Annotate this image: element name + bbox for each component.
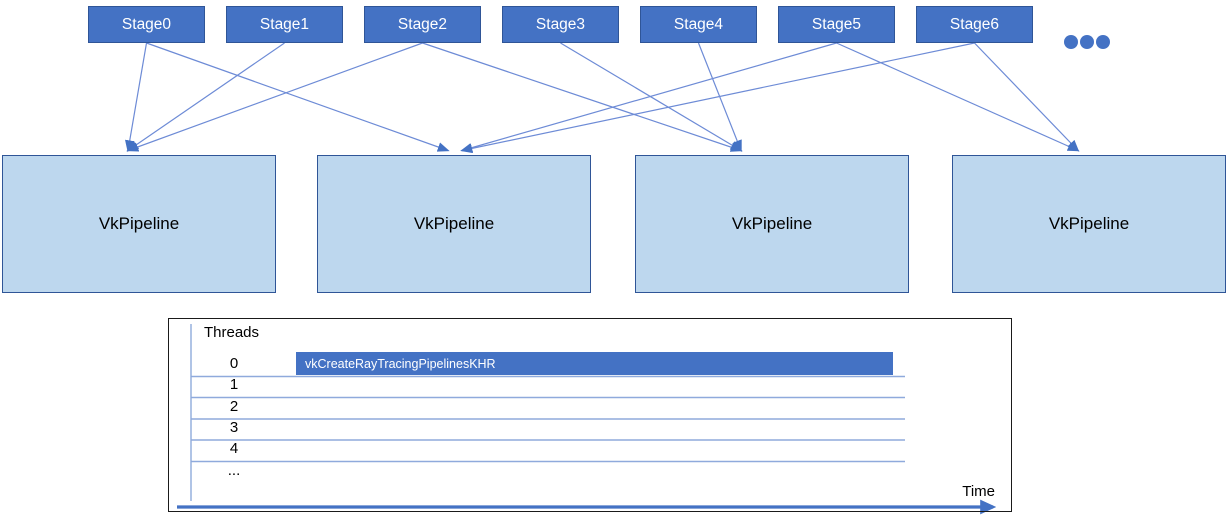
thread-row-label-3: 3 [229,419,239,436]
vkpipeline-box-1: VkPipeline [317,155,591,293]
connector-arrow-s6-p3 [974,42,1080,152]
thread-row-label-4: 4 [229,440,239,457]
activity-bar: vkCreateRayTracingPipelinesKHR [296,352,893,375]
vkpipeline-box-3: VkPipeline [952,155,1226,293]
ellipsis-dot [1064,35,1078,49]
connector-arrow-s4-p2 [697,42,742,153]
threads-axis-title: Threads [204,324,260,341]
thread-row-label-5: ... [227,462,241,479]
connector-arrow-s6-p1 [460,42,975,154]
connector-arrow-s1-p0 [126,42,285,152]
timeline-chart [168,318,1012,512]
stage-box-5: Stage5 [778,6,895,43]
connector-arrow-s0-p1 [146,42,450,152]
vkpipeline-box-0: VkPipeline [2,155,276,293]
stage-box-1: Stage1 [226,6,343,43]
connector-arrow-s5-p1 [460,42,837,153]
connector-arrow-s2-p2 [422,42,743,152]
connector-arrow-s3-p2 [560,42,743,152]
stage-box-2: Stage2 [364,6,481,43]
stage-box-6: Stage6 [916,6,1033,43]
connector-arrow-s0-p0 [124,42,148,153]
stage-box-3: Stage3 [502,6,619,43]
thread-row-label-2: 2 [229,398,239,415]
ellipsis-dot [1080,35,1094,49]
connector-arrow-s5-p3 [836,42,1080,152]
thread-row-label-1: 1 [229,376,239,393]
stage-box-0: Stage0 [88,6,205,43]
thread-row-label-0: 0 [229,355,239,372]
ellipsis-dot [1096,35,1110,49]
activity-bar-label: vkCreateRayTracingPipelinesKHR [305,356,496,371]
time-axis-label: Time [962,483,995,500]
connector-arrow-s2-p0 [126,42,423,152]
vkpipeline-box-2: VkPipeline [635,155,909,293]
stage-box-4: Stage4 [640,6,757,43]
